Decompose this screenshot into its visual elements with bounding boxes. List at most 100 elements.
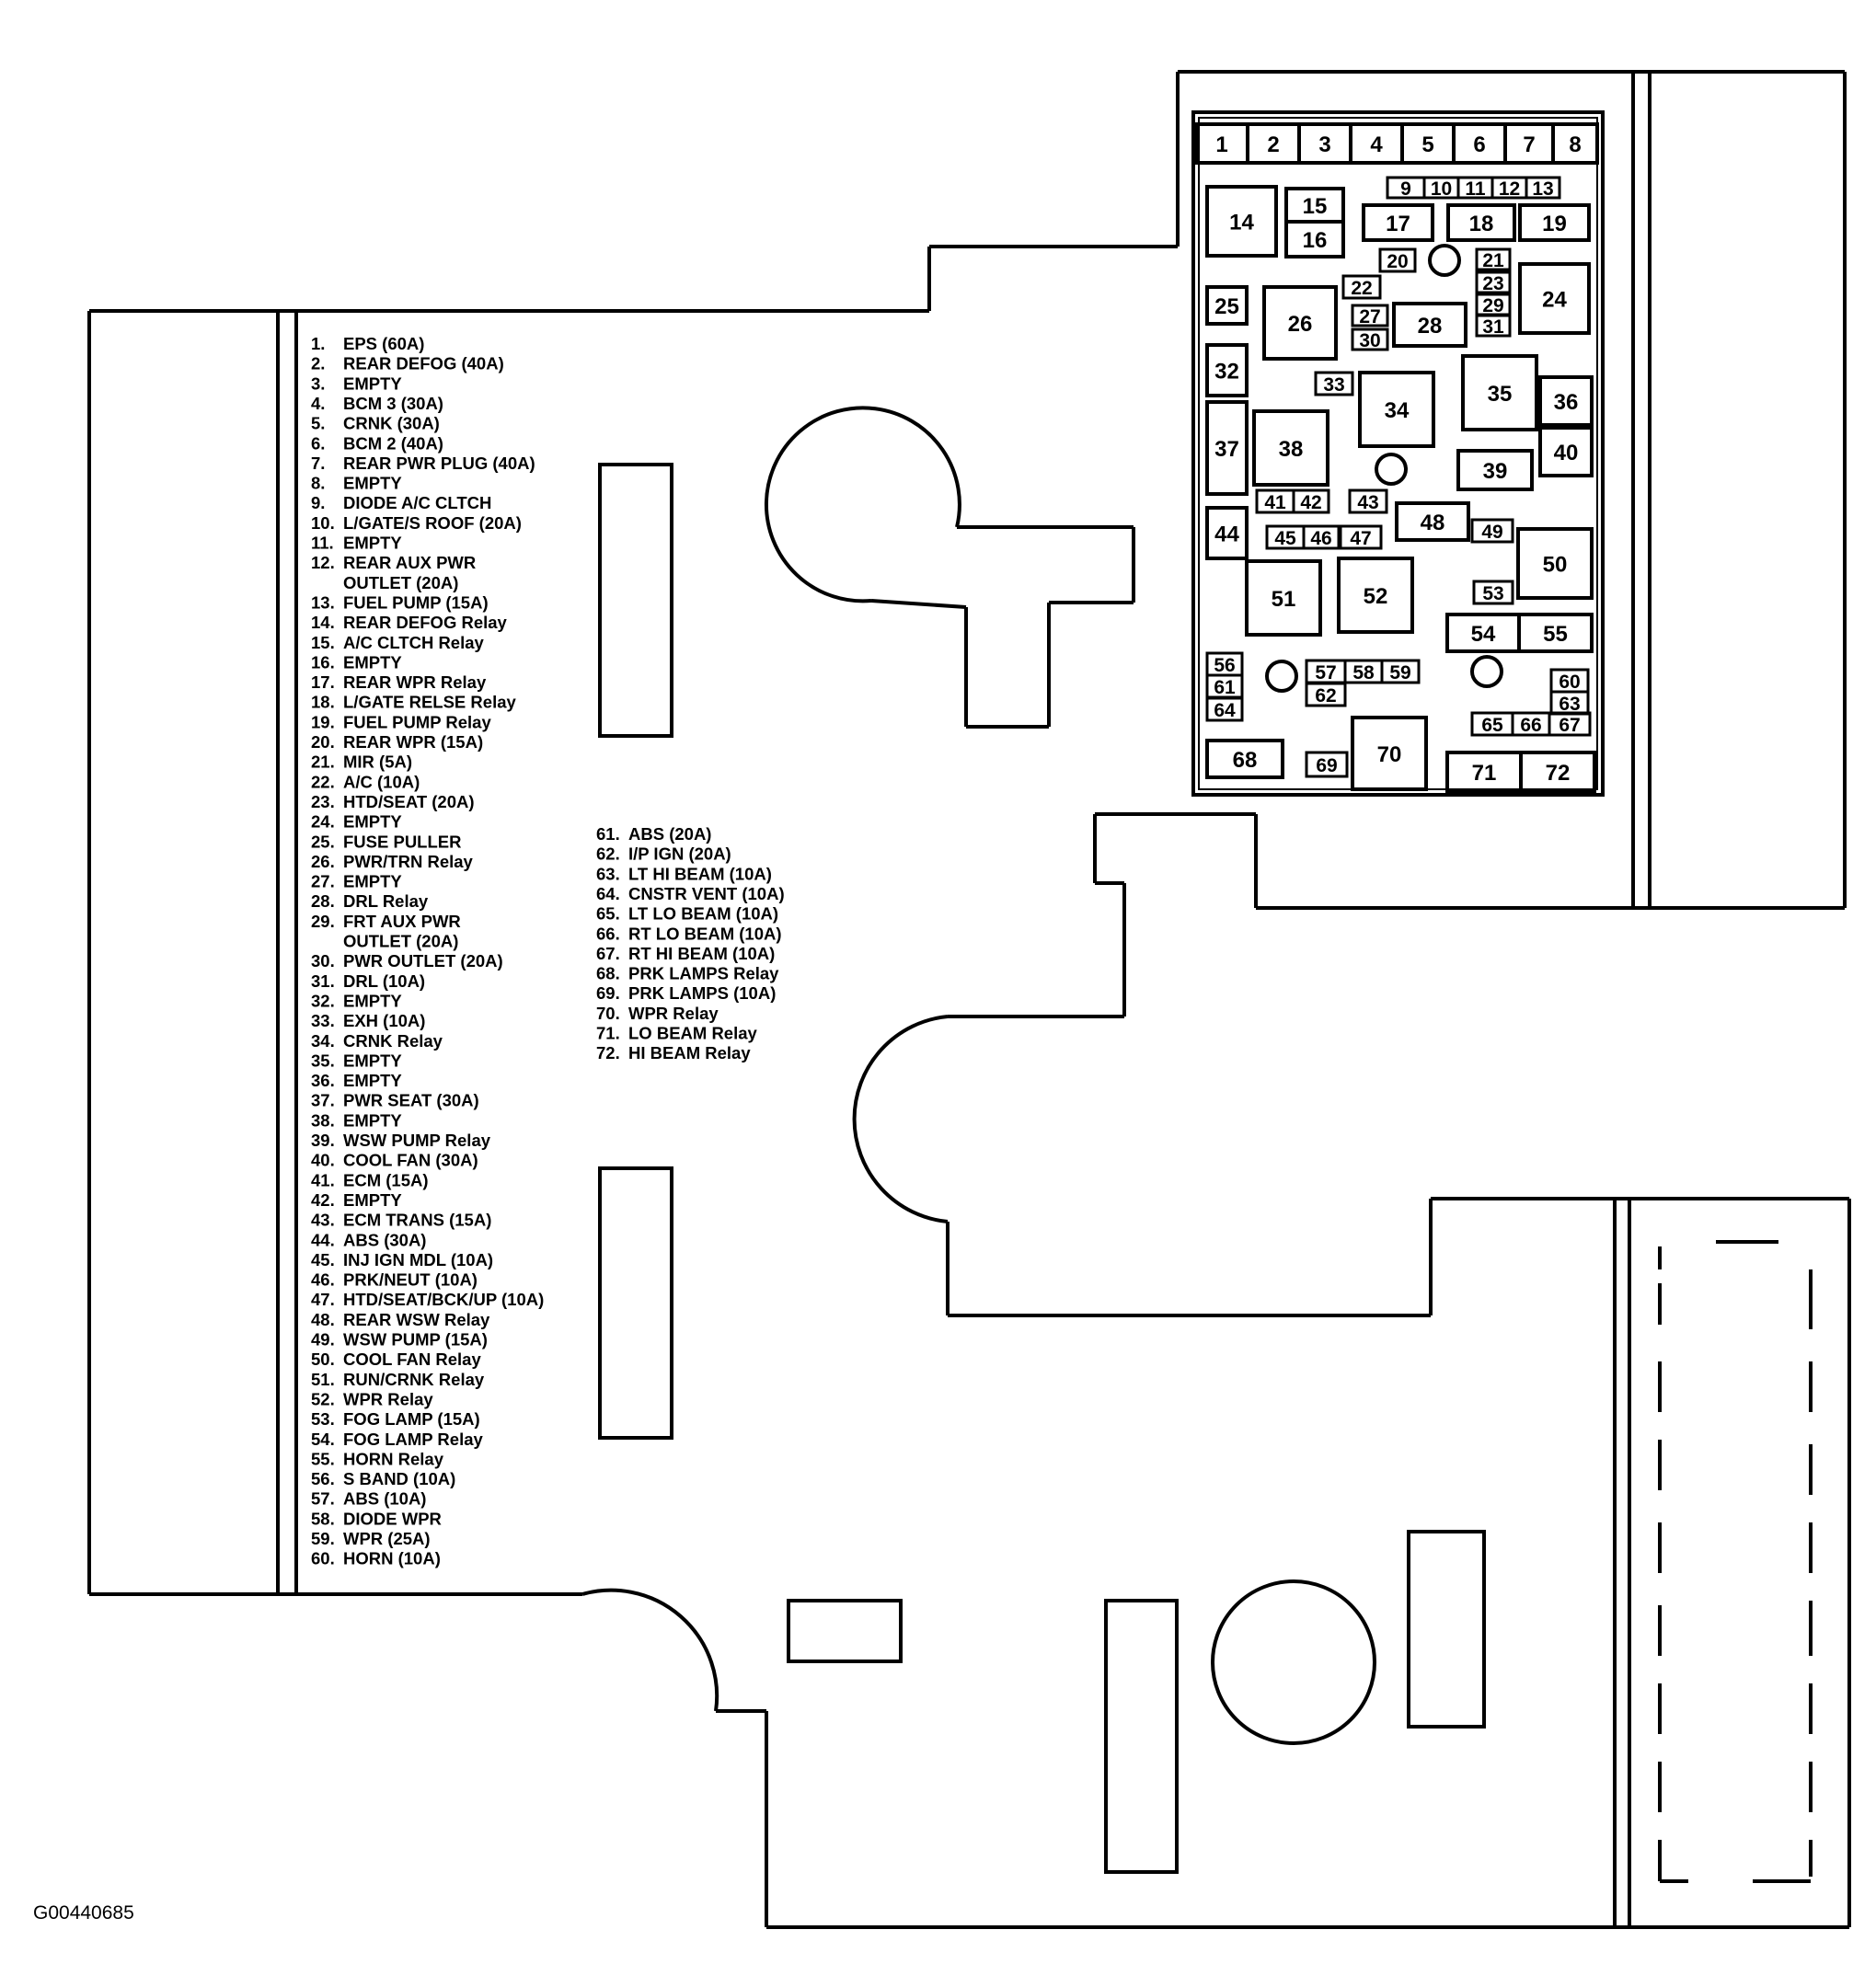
legend-item-label: L/GATE/S ROOF (20A) [343, 513, 522, 533]
legend-item-number: 12. [311, 553, 335, 572]
fuse-slot-label: 50 [1543, 553, 1568, 578]
legend-item-label: HTD/SEAT (20A) [343, 792, 475, 811]
legend-item-label: RT HI BEAM (10A) [628, 944, 775, 963]
legend-item-label: EMPTY [343, 534, 402, 553]
fuse-slot-16 [1284, 220, 1345, 258]
fuse-slot-label: 57 [1315, 662, 1336, 683]
legend-item-number: 24. [311, 812, 335, 832]
legend-item-label: REAR WPR (15A) [343, 732, 483, 752]
fuse-slot-label: 36 [1554, 390, 1579, 415]
legend-item-number: 2. [311, 354, 325, 373]
legend-item-number: 44. [311, 1230, 335, 1249]
fuse-slot-label: 72 [1546, 761, 1571, 786]
fuse-slot-label: 38 [1279, 437, 1304, 462]
legend-item-number: 26. [311, 852, 335, 871]
legend-item-label: EMPTY [343, 1071, 402, 1090]
fuse-slot-26 [1262, 285, 1338, 361]
fuse-slot-23 [1475, 270, 1512, 294]
legend-item-label: PWR SEAT (30A) [343, 1091, 479, 1110]
legend-item-label: CRNK Relay [343, 1031, 443, 1051]
legend-item-number: 4. [311, 394, 325, 413]
legend-item-number: 40. [311, 1151, 335, 1170]
legend-item-number: 41. [311, 1170, 335, 1189]
fuse-slot-label: 16 [1303, 228, 1328, 253]
fuse-slot-48 [1395, 501, 1470, 542]
legend-item-number: 7. [311, 454, 325, 473]
legend-item-number: 46. [311, 1270, 335, 1290]
legend-item-label: REAR PWR PLUG (40A) [343, 454, 535, 473]
fuse-slot-67 [1548, 711, 1592, 737]
legend-item-number: 14. [311, 613, 335, 632]
fuse-slot-label: 63 [1559, 694, 1580, 715]
legend-item-number: 11. [311, 534, 334, 553]
legend-item-number: 48. [311, 1310, 335, 1329]
legend-item-number: 56. [311, 1469, 335, 1488]
legend-item-label: I/P IGN (20A) [628, 844, 731, 864]
legend-item-number: 45. [311, 1250, 335, 1269]
legend-item-number: 27. [311, 872, 335, 891]
fuse-slot-31 [1475, 314, 1512, 338]
legend-item-number: 5. [311, 414, 325, 433]
legend-item-number: 6. [311, 433, 325, 453]
fuse-slot-label: 53 [1482, 583, 1503, 604]
legend-item-label: FUEL PUMP Relay [343, 712, 491, 731]
fuse-slot-label: 3 [1318, 132, 1330, 157]
fuse-slot-label: 66 [1520, 715, 1541, 736]
fuse-slot-46 [1302, 524, 1341, 550]
legend-item-label: CRNK (30A) [343, 414, 440, 433]
legend-item-label: EMPTY [343, 812, 402, 832]
fuse-slot-label: 39 [1483, 459, 1508, 484]
legend-item-number: 33. [311, 1011, 335, 1030]
legend-item-number: 55. [311, 1449, 335, 1468]
legend-item-number: 50. [311, 1350, 335, 1369]
legend-left-column: 1.EPS (60A)2.REAR DEFOG (40A)3.EMPTY4.BC… [311, 334, 544, 1568]
legend-item-label: OUTLET (20A) [343, 932, 458, 951]
fuse-slot-label: 45 [1274, 528, 1296, 549]
fuse-slot-40 [1538, 426, 1594, 477]
legend-item-label: RUN/CRNK Relay [343, 1370, 485, 1389]
legend-item-number: 35. [311, 1051, 335, 1070]
fuse-slot-label: 15 [1303, 194, 1328, 219]
legend-item-number: 15. [311, 633, 335, 652]
legend-item-label: FUSE PULLER [343, 832, 461, 851]
fuse-slot-17 [1362, 203, 1434, 242]
fuse-slot-52 [1337, 557, 1414, 634]
fuse-slot-69 [1305, 751, 1349, 778]
legend-item-number: 23. [311, 792, 335, 811]
legend-item-number: 22. [311, 772, 335, 791]
fuse-slot-label: 71 [1472, 761, 1497, 786]
fuse-slot-label: 13 [1532, 178, 1553, 200]
legend-item-label: WPR Relay [628, 1004, 719, 1023]
legend-item-label: DIODE WPR [343, 1509, 442, 1528]
fuse-slot-64 [1205, 696, 1244, 722]
fuse-slot-label: 21 [1482, 250, 1504, 271]
legend-item-number: 49. [311, 1330, 335, 1350]
legend-item-number: 19. [311, 712, 335, 731]
legend-item-label: ABS (20A) [628, 824, 711, 844]
fuse-slot-36 [1538, 375, 1594, 427]
fuse-slot-42 [1292, 488, 1330, 514]
legend-item-label: PWR/TRN Relay [343, 852, 474, 871]
fuse-slot-label: 70 [1377, 742, 1402, 767]
fuse-slot-label: 7 [1523, 132, 1535, 157]
fuse-slot-label: 34 [1385, 398, 1410, 423]
legend-item-number: 65. [596, 904, 620, 924]
legend-item-number: 52. [311, 1389, 335, 1408]
legend-item-number: 57. [311, 1489, 335, 1509]
fuse-slot-47 [1339, 524, 1383, 550]
legend-item-label: EMPTY [343, 872, 402, 891]
legend-item-number: 31. [311, 971, 335, 991]
legend-item-number: 18. [311, 693, 335, 712]
legend-item-label: PRK LAMPS Relay [628, 964, 779, 983]
legend-item-number: 43. [311, 1211, 335, 1230]
legend-item-label: ECM (15A) [343, 1170, 429, 1189]
legend-item-label: INJ IGN MDL (10A) [343, 1250, 493, 1269]
legend-item-label: PRK LAMPS (10A) [628, 983, 776, 1003]
legend-item-label: COOL FAN Relay [343, 1350, 481, 1369]
legend-item-number: 59. [311, 1529, 335, 1548]
legend-item-number: 66. [596, 924, 620, 943]
legend-item-number: 71. [596, 1024, 620, 1043]
legend-item-number: 17. [311, 672, 335, 692]
legend-item-label: FUEL PUMP (15A) [343, 592, 489, 612]
